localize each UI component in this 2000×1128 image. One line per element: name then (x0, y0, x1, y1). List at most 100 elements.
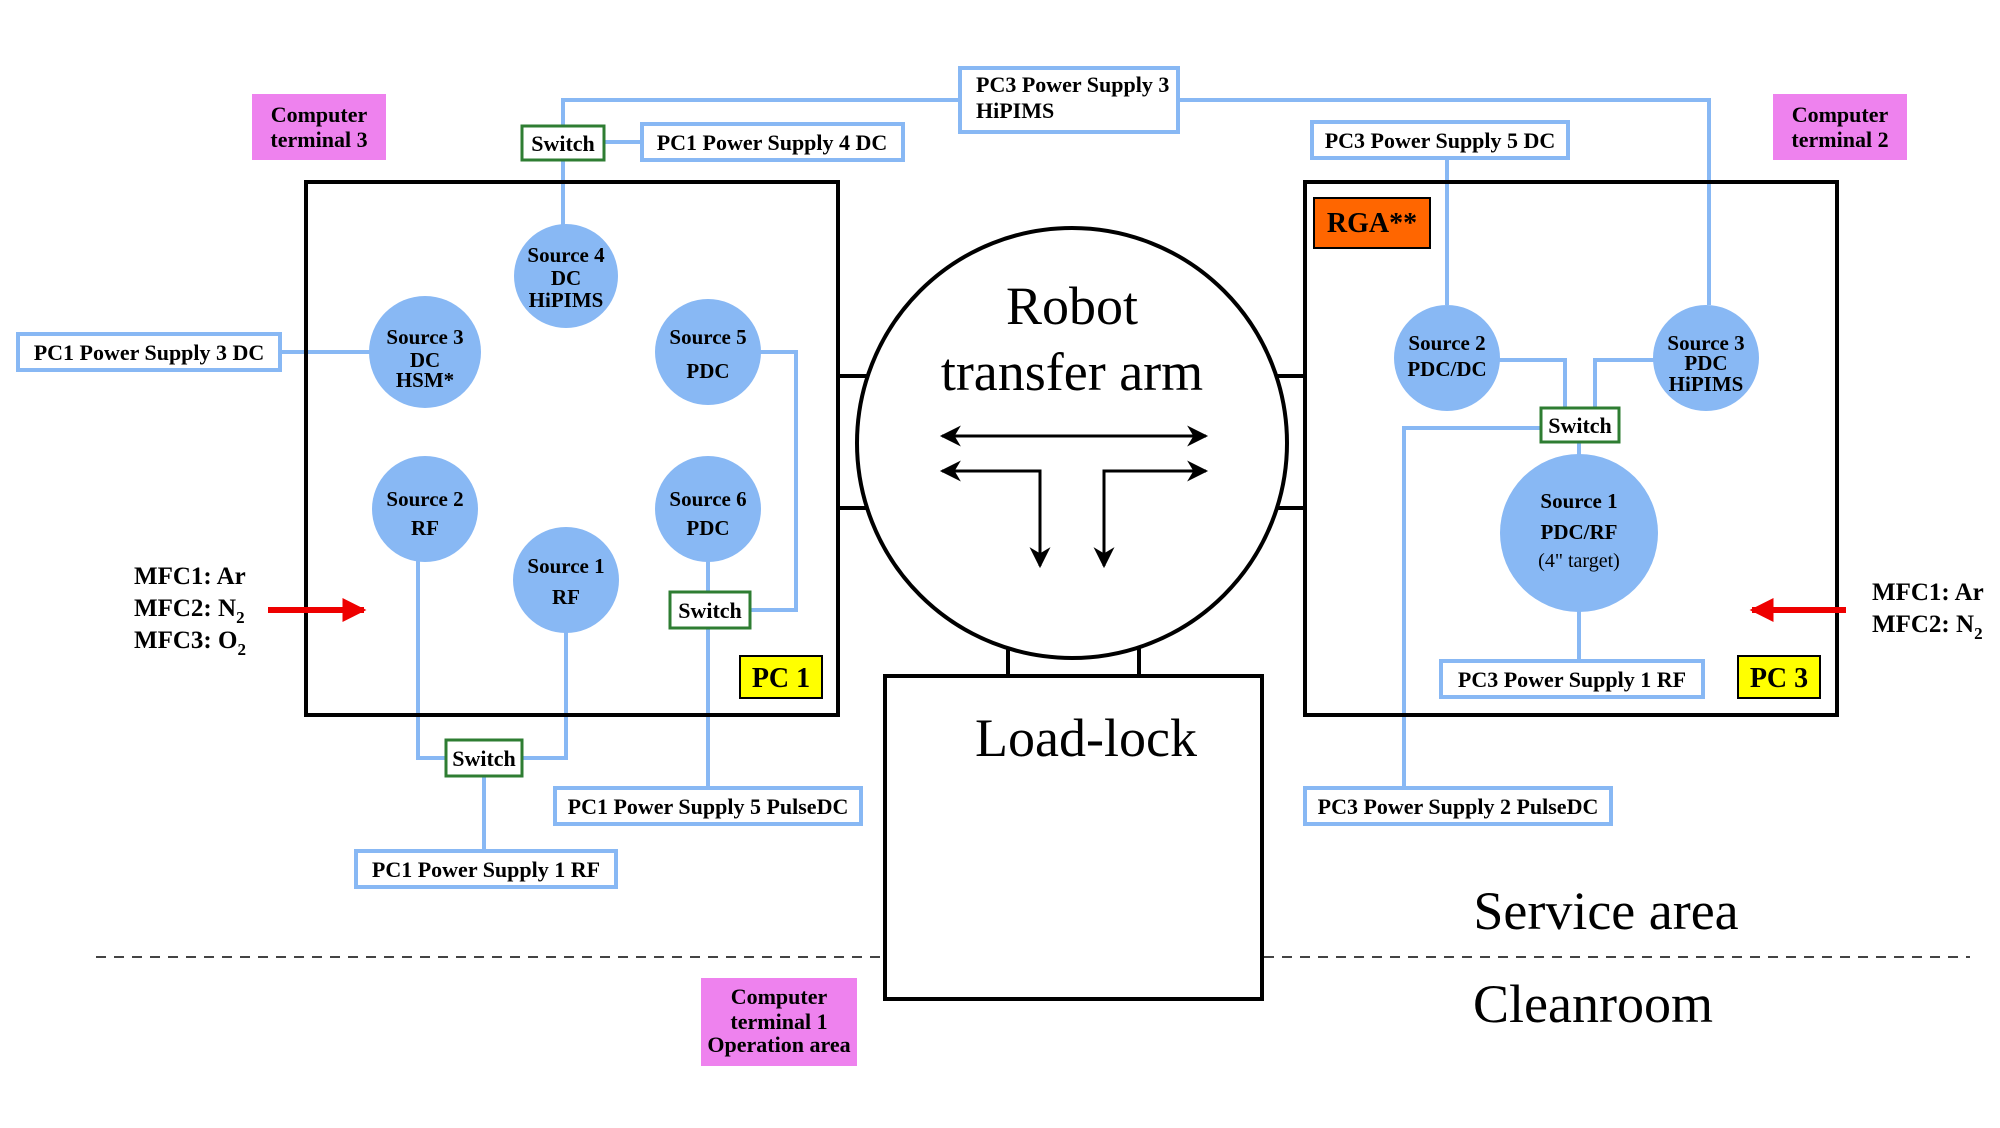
gas-right-mfc1: MFC1: Ar (1872, 579, 1984, 606)
rga-box (1313, 197, 1431, 249)
wire-source5-to-switch (720, 350, 798, 612)
pc1-ps1-label: PC1 Power Supply 1 RF (372, 857, 600, 882)
pc3-sources: Source 2 PDC/DC Source 3 PDC HiPIMS Sour… (1394, 305, 1759, 612)
pc1-source1 (513, 527, 619, 633)
switches: Switch Switch Switch Switch (444, 124, 1621, 778)
terminal1-line3: Operation area (707, 1032, 850, 1057)
pc3-source2-line1: Source 2 (1408, 331, 1485, 355)
wire-pc3-switch-to-ps2 (1402, 426, 1541, 792)
power-supplies: PC3 Power Supply 3 HiPIMS PC1 Power Supp… (16, 66, 1705, 889)
gas-inlet-left: MFC1: Ar MFC2: N2 MFC3: O2 (134, 563, 367, 659)
pc3-ps1-label: PC3 Power Supply 1 RF (1458, 667, 1686, 692)
wiring (282, 98, 1711, 853)
pc3-ps3-box (958, 66, 1180, 134)
pc1-source2 (372, 456, 478, 562)
pc1-source5 (655, 299, 761, 405)
gas-right-mfc2: MFC2: N2 (1872, 611, 1983, 643)
pc1-source3-line1: Source 3 (386, 325, 463, 349)
pc3-source1-line2: PDC/RF (1541, 520, 1618, 544)
pc1-source1-line2: RF (552, 585, 580, 609)
robot-label-line1: Robot (1006, 276, 1138, 336)
pc1-ps3-label: PC1 Power Supply 3 DC (34, 340, 265, 365)
pc1-source4-line3: HiPIMS (529, 288, 604, 312)
load-lock (883, 674, 1264, 1001)
pc3-ps2-label: PC3 Power Supply 2 PulseDC (1318, 794, 1599, 819)
pc1-source2-line1: Source 2 (386, 487, 463, 511)
switch-pc1-right-label: Switch (678, 598, 742, 623)
pc3-ps5-box (1310, 120, 1570, 160)
wire-source2-to-bottom-switch (416, 557, 446, 760)
terminal3-line2: terminal 3 (270, 127, 367, 152)
wire-source1-to-bottom-switch (522, 632, 568, 760)
pc3-source2-line2: PDC/DC (1407, 357, 1486, 381)
computer-terminal-1 (701, 978, 857, 1066)
pc1-source4-line2: DC (551, 266, 581, 290)
pc1-ps5-box (553, 786, 863, 826)
pc3-source3-line3: HiPIMS (1669, 372, 1744, 396)
pc1-source4-line1: Source 4 (527, 243, 605, 267)
switch-pc3-label: Switch (1548, 413, 1612, 438)
terminal2-line2: terminal 2 (1791, 127, 1888, 152)
terminal1-line1: Computer (731, 984, 828, 1009)
pc1-source3-line3: HSM* (396, 368, 454, 392)
pc3-source3-line2: PDC (1684, 351, 1727, 375)
pc1-source6 (655, 456, 761, 562)
pc1-ps4-box (640, 122, 905, 162)
pc3-source1-line1: Source 1 (1540, 489, 1617, 513)
pc3-ps3-line1: PC3 Power Supply 3 (976, 72, 1169, 97)
pc1-source6-line1: Source 6 (669, 487, 746, 511)
switch-top-label: Switch (531, 131, 595, 156)
switch-top (520, 124, 606, 162)
pc1-ps1-box (354, 849, 618, 889)
pc3-ps1-box (1439, 659, 1705, 699)
terminal3-line1: Computer (271, 102, 368, 127)
wire-pc3-source3-to-switch (1593, 358, 1659, 408)
terminal2-line1: Computer (1792, 102, 1889, 127)
wire-pc3-ps3-to-top-switch (561, 98, 958, 126)
pc3-ps2-box (1303, 786, 1613, 826)
switch-pc1-bottom (444, 738, 524, 778)
pc3-ps3-line2: HiPIMS (976, 98, 1054, 123)
gas-inlet-right: MFC1: Ar MFC2: N2 (1749, 579, 1984, 643)
pc1-source5-line1: Source 5 (669, 325, 746, 349)
pc1-label-box (739, 655, 823, 699)
pc1-source1-line1: Source 1 (527, 554, 604, 578)
rga-label: RGA** (1327, 208, 1417, 239)
pc1-ps5-label: PC1 Power Supply 5 PulseDC (568, 794, 849, 819)
pc1-source6-line2: PDC (686, 516, 729, 540)
pc1-source3 (369, 296, 481, 408)
pc1-chamber (304, 180, 840, 717)
pc3-source2 (1394, 305, 1500, 411)
wire-pc3-ps3-to-pc3-source3 (1178, 98, 1711, 305)
pc3-source1 (1500, 454, 1658, 612)
computer-terminal-2 (1773, 94, 1907, 160)
service-area-label: Service area (1473, 881, 1738, 941)
switch-pc3 (1539, 406, 1621, 444)
robot-label-line2: transfer arm (941, 342, 1203, 402)
pc3-ps5-label: PC3 Power Supply 5 DC (1325, 128, 1556, 153)
computer-terminal-3 (252, 94, 386, 160)
pc3-source3-line1: Source 3 (1667, 331, 1744, 355)
pc3-label-box (1737, 655, 1821, 699)
pc3-source1-line3: (4" target) (1538, 550, 1620, 572)
pc1-source2-line2: RF (411, 516, 439, 540)
gas-left-mfc3: MFC3: O2 (134, 627, 246, 659)
pc3-chamber (1303, 180, 1839, 717)
switch-pc1-right (668, 590, 752, 630)
cleanroom-label: Cleanroom (1473, 974, 1713, 1034)
pc1-ps4-label: PC1 Power Supply 4 DC (657, 130, 888, 155)
load-lock-label: Load-lock (975, 708, 1197, 768)
robot-arm-arrows (939, 425, 1209, 569)
pc1-label: PC 1 (752, 663, 810, 694)
pc3-label: PC 3 (1750, 663, 1808, 694)
gas-left-mfc2: MFC2: N2 (134, 595, 245, 627)
gas-left-mfc1: MFC1: Ar (134, 563, 246, 590)
pc1-source5-line2: PDC (686, 359, 729, 383)
pc1-source3-line2: DC (410, 348, 440, 372)
pc1-sources: Source 4 DC HiPIMS Source 3 DC HSM* Sour… (369, 224, 761, 633)
switch-pc1-bottom-label: Switch (452, 746, 516, 771)
terminal1-line2: terminal 1 (730, 1009, 827, 1034)
pc1-ps3-box (16, 332, 282, 372)
pc3-source3 (1653, 305, 1759, 411)
